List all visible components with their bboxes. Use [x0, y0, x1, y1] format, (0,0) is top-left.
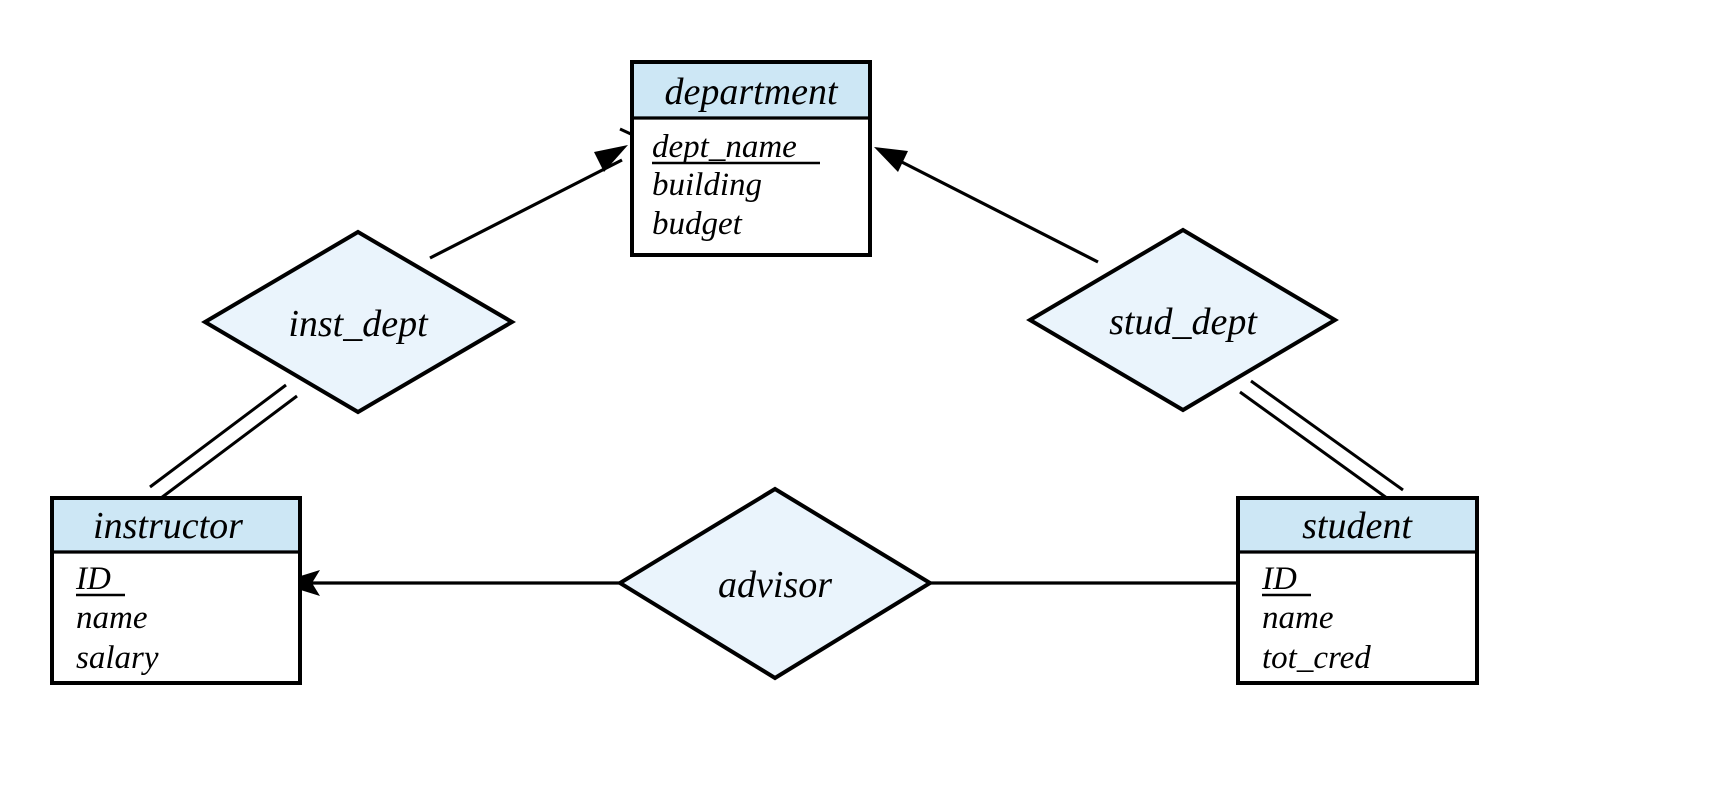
entity-attribute-instructor-id: ID — [75, 561, 111, 597]
line-student-stud_dept-a — [1250, 379, 1404, 492]
diamond-inst_dept[interactable] — [201, 229, 516, 415]
diamond-advisor[interactable] — [616, 486, 934, 681]
entity-instructor-header-fill — [52, 498, 300, 552]
connector-student-to-stud_dept — [1239, 379, 1404, 503]
arrow-head-into-department-left — [594, 145, 628, 172]
line-instructor-inst_dept-b — [160, 394, 298, 500]
entity-attribute-dept_name: dept_name — [652, 129, 797, 165]
connector-advisor-to-instructor — [278, 570, 620, 596]
entity-attribute-instructor-name: name — [76, 600, 147, 636]
entity-attribute-tot_cred: tot_cred — [1262, 640, 1371, 676]
connector-inst_dept-to-department — [429, 127, 634, 260]
entity-student[interactable]: student ID name tot_cred — [1236, 496, 1479, 685]
connector-stud_dept-to-department — [874, 147, 1099, 264]
entity-attribute-student-name: name — [1262, 600, 1333, 636]
relationship-inst_dept[interactable]: inst_dept — [201, 229, 516, 415]
relationship-advisor[interactable]: advisor — [616, 486, 934, 681]
entity-student-outline[interactable] — [1236, 496, 1479, 685]
entity-department-outline[interactable] — [630, 60, 872, 257]
entity-title-instructor: instructor — [93, 505, 243, 547]
relationship-stud_dept[interactable]: stud_dept — [1026, 227, 1339, 413]
entity-department[interactable]: department dept_name building budget — [630, 60, 872, 257]
entity-title-department: department — [664, 71, 839, 113]
line-instructor-inst_dept-a — [149, 383, 287, 489]
line-stud_dept-department — [887, 153, 1099, 264]
connector-instructor-to-inst_dept — [149, 383, 298, 500]
entity-department-header-fill — [632, 62, 870, 118]
line-student-stud_dept-b — [1239, 390, 1392, 503]
entity-title-student: student — [1302, 505, 1413, 547]
relationship-label-inst_dept: inst_dept — [288, 303, 429, 345]
relationship-label-advisor: advisor — [718, 564, 832, 606]
arrow-head-into-department-right — [874, 147, 908, 172]
relationship-label-stud_dept: stud_dept — [1109, 301, 1258, 343]
entity-attribute-budget: budget — [652, 206, 743, 242]
entity-attribute-building: building — [652, 167, 762, 203]
entity-student-header-fill — [1238, 498, 1477, 552]
diamond-stud_dept[interactable] — [1026, 227, 1339, 413]
entity-instructor[interactable]: instructor ID name salary — [50, 496, 302, 685]
entity-attribute-salary: salary — [76, 640, 159, 676]
line-inst_dept-department — [429, 158, 623, 260]
entity-attribute-student-id: ID — [1261, 561, 1297, 597]
entity-instructor-outline[interactable] — [50, 496, 302, 685]
